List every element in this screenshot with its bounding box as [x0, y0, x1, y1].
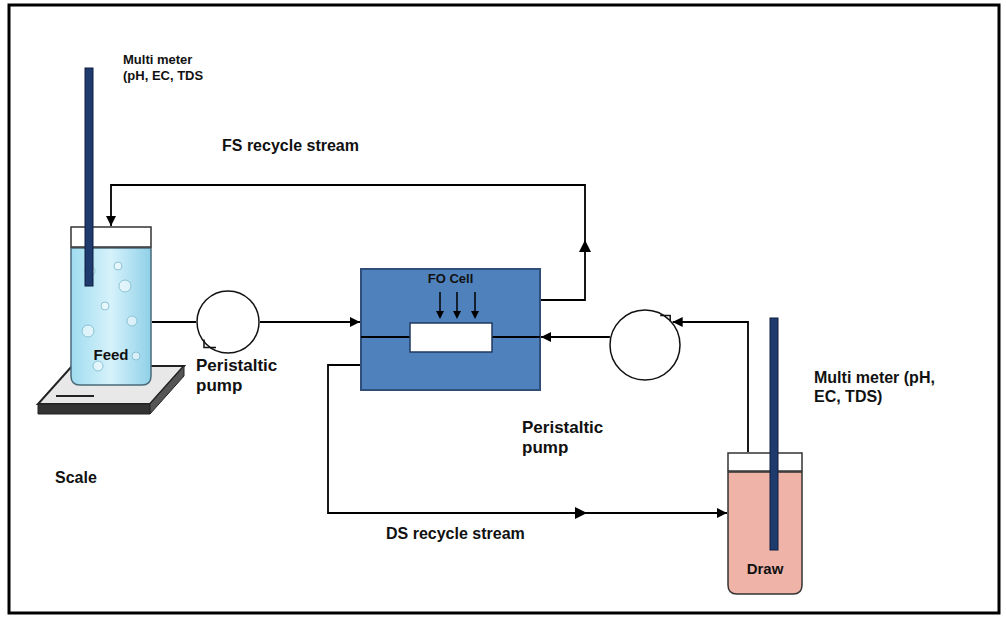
- feed-bottle: Feed: [70, 226, 152, 386]
- fo-cell: FO Cell: [360, 268, 541, 391]
- pump-outline: [196, 290, 260, 354]
- peristaltic-pump: Peristaltic pump: [609, 309, 681, 381]
- meter-label: Multi meter (pH, EC, TDS: [123, 52, 221, 83]
- peristaltic-pump: Peristaltic pump: [196, 290, 260, 354]
- flow-line: [673, 322, 748, 452]
- flow-line: [541, 336, 610, 338]
- flow-line: [260, 321, 360, 323]
- stream-label: DS recycle stream: [386, 524, 525, 543]
- node-text: Draw: [727, 560, 803, 578]
- stream-label: FS recycle stream: [222, 136, 359, 155]
- node-text: Feed: [70, 346, 152, 364]
- cell-outline: [360, 268, 541, 391]
- node-text: Peristaltic pump: [196, 356, 314, 397]
- pump-outline: [609, 309, 681, 381]
- frame: [9, 5, 999, 613]
- node-text: Peristaltic pump: [522, 418, 640, 459]
- draw-bottle: Draw: [727, 452, 803, 595]
- scale-label: Scale: [55, 468, 135, 487]
- meter-label: Multi meter (pH, EC, TDS): [814, 368, 938, 406]
- node-text: FO Cell: [360, 271, 541, 287]
- flow-line: [152, 321, 196, 323]
